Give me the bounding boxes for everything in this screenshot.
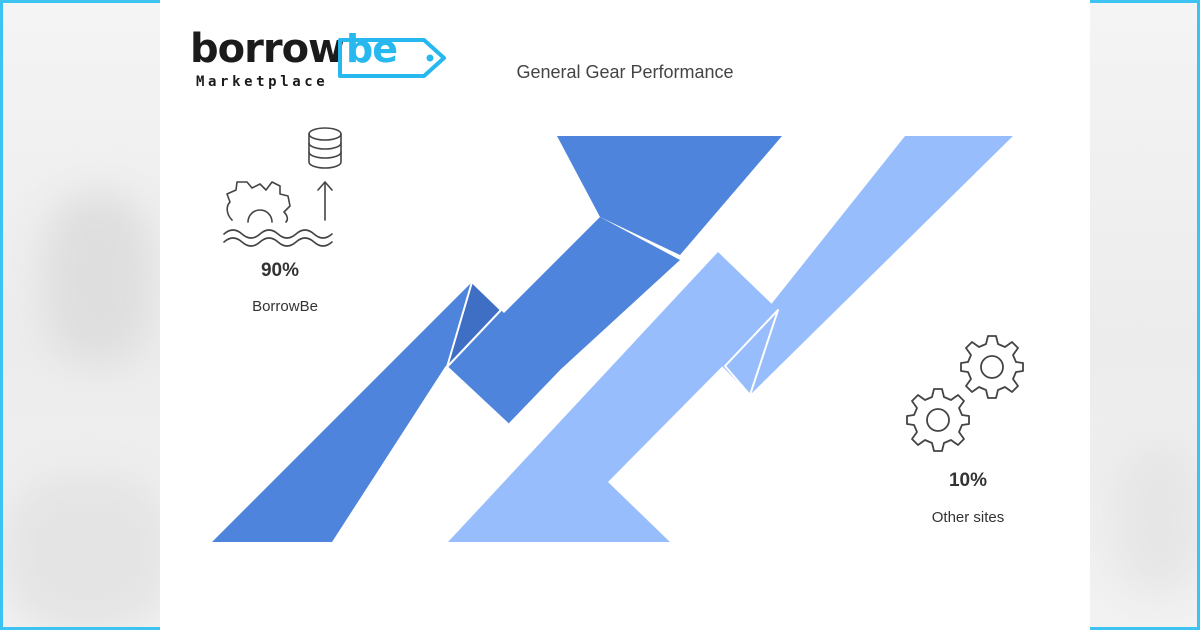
arrows-diagram	[212, 136, 1013, 542]
secondary-arrow	[448, 136, 1013, 542]
logo-tag-outline	[338, 38, 446, 78]
gear-water-database-arrow-icon	[223, 127, 342, 247]
background-plant	[43, 193, 153, 363]
chart-title: General Gear Performance	[516, 62, 734, 82]
logo-word: borrow	[190, 26, 345, 72]
borrowbe-label: BorrowBe	[252, 298, 318, 315]
background-object	[1113, 443, 1197, 593]
other-sites-percent: 10%	[948, 470, 988, 491]
other-sites-label: Other sites	[931, 509, 1005, 526]
primary-arrow	[212, 136, 782, 542]
borrowbe-percent: 90%	[260, 260, 300, 281]
two-gears-icon	[906, 335, 1024, 452]
logo-subtitle: Marketplace	[196, 74, 329, 90]
logo-tag-text: be	[346, 27, 398, 71]
background-table	[3, 473, 173, 627]
brand-logo[interactable]: borrow be Marketplace	[190, 26, 446, 92]
infographic-card: borrow be Marketplace General Gear Perfo…	[160, 0, 1090, 630]
